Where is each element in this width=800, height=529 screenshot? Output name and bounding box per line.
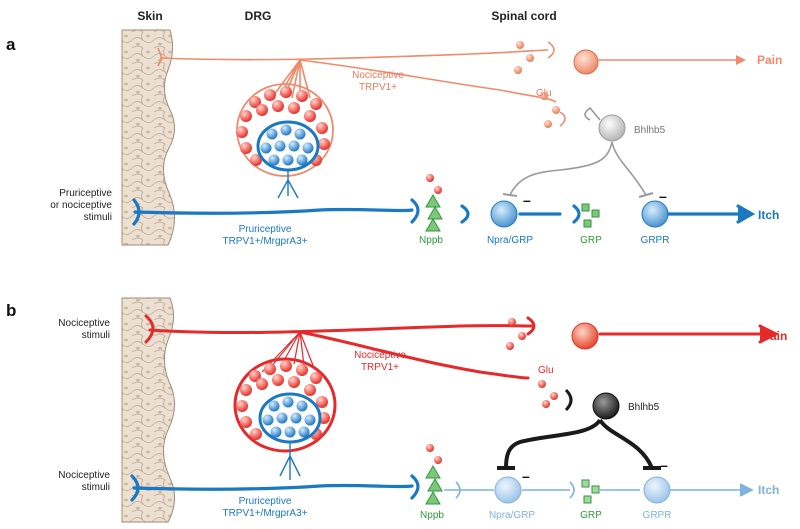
pruriceptive-fiber-b bbox=[130, 474, 420, 502]
glu-vesicles-b bbox=[506, 318, 558, 408]
svg-text:TRPV1+/MrgprA3+: TRPV1+/MrgprA3+ bbox=[222, 508, 307, 519]
grp-vesicles-a bbox=[581, 203, 600, 228]
bhlhb5-label-b: Bhlhb5 bbox=[628, 402, 660, 413]
skin-strip-a bbox=[121, 29, 175, 246]
svg-text:Nociceptive: Nociceptive bbox=[352, 70, 404, 81]
header-drg: DRG bbox=[245, 9, 272, 23]
pruriceptive-label-a: Pruriceptive TRPV1+/MrgprA3+ bbox=[222, 224, 307, 247]
pain-neuron-a bbox=[573, 49, 599, 75]
bhlhb5-neuron-a bbox=[502, 106, 654, 198]
npra-grp-neuron-b bbox=[494, 476, 522, 504]
glu-label-a: Glu bbox=[536, 88, 552, 99]
grpr-neuron-a bbox=[641, 200, 669, 228]
nociceptive-label-b: Nociceptive TRPV1+ bbox=[354, 350, 406, 373]
drg-ganglion-b bbox=[233, 357, 337, 480]
pruriceptive-fiber-a bbox=[132, 198, 756, 226]
nppb-label-b: Nppb bbox=[420, 510, 444, 521]
grpr-label-a: GRPR bbox=[641, 235, 670, 246]
glu-vesicles-a bbox=[514, 41, 560, 128]
minus-npra-b: – bbox=[522, 468, 530, 484]
grp-vesicles-b bbox=[581, 479, 600, 504]
minus-npra-a: – bbox=[523, 192, 531, 208]
drg-ganglion-a bbox=[236, 83, 334, 199]
npra-grp-label-b: Npra/GRP bbox=[489, 510, 535, 521]
npra-grp-label-a: Npra/GRP bbox=[487, 235, 533, 246]
grpr-neuron-b bbox=[643, 476, 671, 504]
minus-grpr-a: – bbox=[659, 188, 667, 204]
svg-text:stimuli: stimuli bbox=[82, 482, 110, 493]
bhlhb5-neuron-b bbox=[497, 388, 661, 470]
bhlhb5-label-a: Bhlhb5 bbox=[634, 125, 666, 136]
pruriceptive-downstream-b bbox=[444, 481, 754, 499]
panel-a-label: a bbox=[6, 35, 16, 54]
nociceptive-fiber-a bbox=[157, 47, 746, 103]
grp-label-b: GRP bbox=[580, 510, 602, 521]
nppb-label-a: Nppb bbox=[419, 235, 443, 246]
svg-text:or nociceptive: or nociceptive bbox=[50, 200, 112, 211]
header-skin: Skin bbox=[137, 9, 162, 23]
nppb-vesicles-a bbox=[425, 174, 443, 232]
output-pain-b: Pain bbox=[762, 329, 787, 343]
panel-b-label: b bbox=[6, 301, 16, 320]
svg-text:Nociceptive: Nociceptive bbox=[58, 318, 110, 329]
output-itch-a: Itch bbox=[758, 208, 779, 222]
nociceptive-label-a: Nociceptive TRPV1+ bbox=[352, 70, 404, 93]
stimulus-top-label-b: Nociceptive stimuli bbox=[58, 318, 110, 341]
svg-text:Pruriceptive: Pruriceptive bbox=[239, 224, 292, 235]
output-pain-a: Pain bbox=[757, 53, 782, 67]
nppb-vesicles-b bbox=[425, 444, 443, 505]
svg-text:Nociceptive: Nociceptive bbox=[58, 470, 110, 481]
grp-label-a: GRP bbox=[580, 235, 602, 246]
pain-neuron-b bbox=[571, 322, 599, 350]
minus-grpr-b: – bbox=[660, 457, 668, 473]
grpr-label-b: GRPR bbox=[643, 510, 672, 521]
svg-text:TRPV1+: TRPV1+ bbox=[359, 82, 397, 93]
output-itch-b: Itch bbox=[758, 483, 779, 497]
pruriceptive-label-b: Pruriceptive TRPV1+/MrgprA3+ bbox=[222, 496, 307, 519]
svg-text:TRPV1+: TRPV1+ bbox=[361, 362, 399, 373]
glu-label-b: Glu bbox=[538, 365, 554, 376]
svg-text:Pruriceptive: Pruriceptive bbox=[239, 496, 292, 507]
svg-text:stimuli: stimuli bbox=[82, 330, 110, 341]
stimulus-bottom-label-b: Nociceptive stimuli bbox=[58, 470, 110, 493]
svg-text:TRPV1+/MrgprA3+: TRPV1+/MrgprA3+ bbox=[222, 236, 307, 247]
stimulus-label-a: Pruriceptive or nociceptive stimuli bbox=[50, 188, 112, 223]
svg-text:Nociceptive: Nociceptive bbox=[354, 350, 406, 361]
nociceptive-fiber-b bbox=[144, 314, 780, 380]
header-spinal-cord: Spinal cord bbox=[491, 9, 556, 23]
svg-text:stimuli: stimuli bbox=[84, 212, 112, 223]
svg-text:Pruriceptive: Pruriceptive bbox=[59, 188, 112, 199]
npra-grp-neuron-a bbox=[490, 200, 518, 228]
